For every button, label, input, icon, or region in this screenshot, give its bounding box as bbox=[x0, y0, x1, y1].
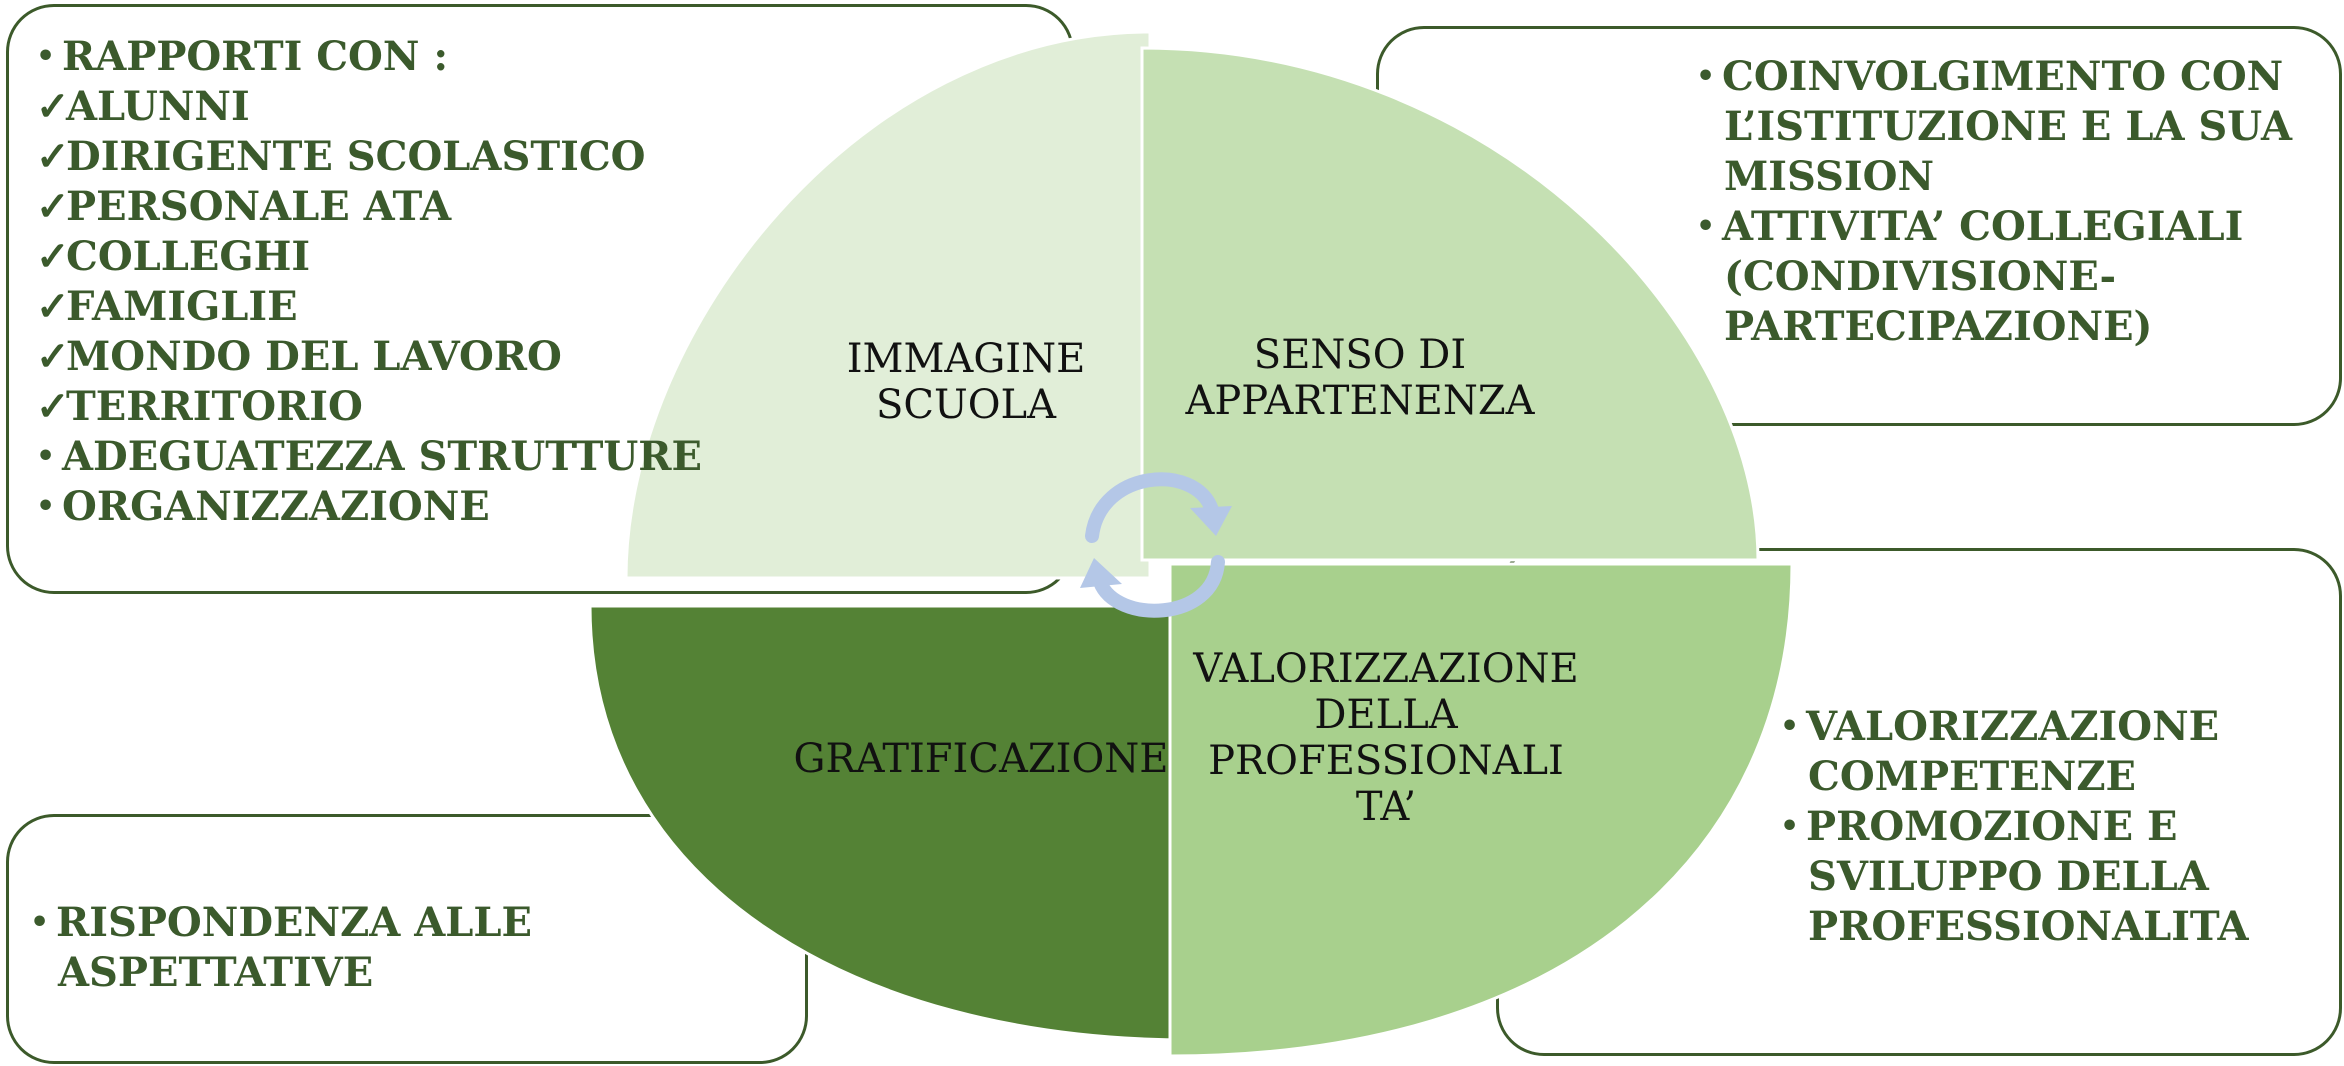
box-line-text: VALORIZZAZIONE bbox=[1806, 703, 2220, 750]
cycle-arrow-top-icon bbox=[1085, 472, 1219, 543]
box-line-text: (CONDIVISIONE- bbox=[1724, 253, 2117, 300]
bullet-icon: • bbox=[36, 489, 56, 524]
box-line: •RAPPORTI CON : bbox=[36, 32, 702, 82]
box-line-text: ORGANIZZAZIONE bbox=[62, 483, 490, 530]
box-line: (CONDIVISIONE- bbox=[1696, 252, 2292, 302]
box-line: •VALORIZZAZIONE bbox=[1780, 702, 2249, 752]
box-line: •ADEGUATEZZA STRUTTURE bbox=[36, 432, 702, 482]
box-line: ✓FAMIGLIE bbox=[36, 282, 702, 332]
check-icon: ✓ bbox=[36, 183, 70, 230]
box-line: ✓PERSONALE ATA bbox=[36, 182, 702, 232]
quadrant-top-left bbox=[624, 30, 1152, 580]
quadrant-bottom-left bbox=[588, 604, 1192, 1042]
box-line-text: PERSONALE ATA bbox=[66, 183, 452, 230]
check-icon: ✓ bbox=[36, 133, 70, 180]
box-line: COMPETENZE bbox=[1780, 752, 2249, 802]
cycle-arrowhead-bottom-icon bbox=[1080, 558, 1122, 588]
box-line-text: ADEGUATEZZA STRUTTURE bbox=[62, 433, 702, 480]
box-line: ASPETTATIVE bbox=[30, 948, 532, 998]
box-line: •RISPONDENZA ALLE bbox=[30, 898, 532, 948]
box-line: ✓ALUNNI bbox=[36, 82, 702, 132]
check-icon: ✓ bbox=[36, 333, 70, 380]
box-line-text: PROMOZIONE E bbox=[1806, 803, 2178, 850]
cycle-arrow-bottom-icon bbox=[1093, 555, 1225, 618]
box-line-text: MISSION bbox=[1724, 153, 1934, 200]
quadrant-label-line: IMMAGINE bbox=[846, 336, 1086, 382]
quadrant-label-line: TA’ bbox=[1355, 784, 1417, 830]
cycle-arrowhead-top-icon bbox=[1190, 506, 1232, 536]
box-line-text: PARTECIPAZIONE) bbox=[1724, 303, 2153, 350]
check-icon: ✓ bbox=[36, 283, 70, 330]
box-line-text: MONDO DEL LAVORO bbox=[66, 333, 562, 380]
bullet-icon: • bbox=[1696, 59, 1716, 94]
box-line-text: ASPETTATIVE bbox=[58, 949, 374, 996]
quadrant-top-right bbox=[1140, 46, 1760, 562]
box-line: •COINVOLGIMENTO CON bbox=[1696, 52, 2292, 102]
quadrant-label-line: SENSO DI bbox=[1253, 332, 1467, 378]
box-line-text: COINVOLGIMENTO CON bbox=[1722, 53, 2284, 100]
bullet-icon: • bbox=[1780, 709, 1800, 744]
quadrant-label-line: VALORIZZAZIONE bbox=[1193, 646, 1579, 692]
quadrant-label-line: SCUOLA bbox=[876, 382, 1056, 428]
box-line: ✓COLLEGHI bbox=[36, 232, 702, 282]
box-line: SVILUPPO DELLA bbox=[1780, 852, 2249, 902]
box-line-text: SVILUPPO DELLA bbox=[1808, 853, 2209, 900]
quadrant-label-line: APPARTENENZA bbox=[1185, 378, 1535, 424]
box-line: PARTECIPAZIONE) bbox=[1696, 302, 2292, 352]
box-line: PROFESSIONALITA bbox=[1780, 902, 2249, 952]
box-line: MISSION bbox=[1696, 152, 2292, 202]
quadrant-label-line: DELLA bbox=[1314, 692, 1458, 738]
box-line-text: COLLEGHI bbox=[66, 233, 311, 280]
quadrant-label-gratificazione: GRATIFICAZIONE bbox=[786, 736, 1176, 782]
box-line-text: L’ISTITUZIONE E LA SUA bbox=[1724, 103, 2292, 150]
bullet-icon: • bbox=[36, 39, 56, 74]
box-line: ✓DIRIGENTE SCOLASTICO bbox=[36, 132, 702, 182]
box-line-text: FAMIGLIE bbox=[66, 283, 298, 330]
bullet-icon: • bbox=[1780, 809, 1800, 844]
box-line-text: TERRITORIO bbox=[66, 383, 363, 430]
box-line: •ORGANIZZAZIONE bbox=[36, 482, 702, 532]
quadrant-label-line: GRATIFICAZIONE bbox=[793, 736, 1169, 782]
top-left-box-text: •RAPPORTI CON :✓ALUNNI✓DIRIGENTE SCOLAST… bbox=[36, 32, 702, 532]
box-line: ✓MONDO DEL LAVORO bbox=[36, 332, 702, 382]
box-line-text: COMPETENZE bbox=[1808, 753, 2137, 800]
bottom-left-box bbox=[6, 814, 808, 1064]
check-icon: ✓ bbox=[36, 233, 70, 280]
box-line: •PROMOZIONE E bbox=[1780, 802, 2249, 852]
bullet-icon: • bbox=[36, 439, 56, 474]
quadrant-label-line: PROFESSIONALI bbox=[1208, 738, 1564, 784]
box-line-text: DIRIGENTE SCOLASTICO bbox=[66, 133, 646, 180]
check-icon: ✓ bbox=[36, 383, 70, 430]
bullet-icon: • bbox=[30, 905, 50, 940]
box-line-text: ATTIVITA’ COLLEGIALI bbox=[1722, 203, 2244, 250]
box-line: •ATTIVITA’ COLLEGIALI bbox=[1696, 202, 2292, 252]
bullet-icon: • bbox=[1696, 209, 1716, 244]
box-line-text: RAPPORTI CON : bbox=[62, 33, 449, 80]
quadrant-bottom-right bbox=[1168, 562, 1794, 1058]
check-icon: ✓ bbox=[36, 83, 70, 130]
box-line-text: PROFESSIONALITA bbox=[1808, 903, 2249, 950]
box-line: L’ISTITUZIONE E LA SUA bbox=[1696, 102, 2292, 152]
box-line-text: RISPONDENZA ALLE bbox=[56, 899, 532, 946]
box-line-text: ALUNNI bbox=[66, 83, 250, 130]
box-line: ✓TERRITORIO bbox=[36, 382, 702, 432]
